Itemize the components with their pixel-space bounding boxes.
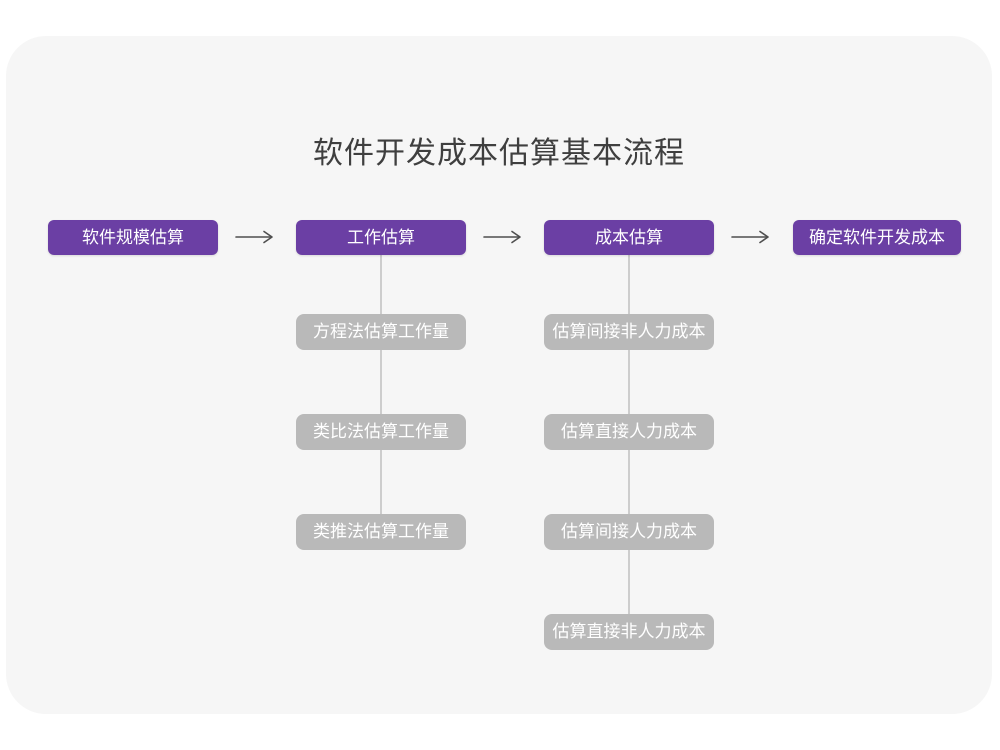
flow-step-effort-estimation: 工作估算 [296, 220, 466, 255]
substep-direct-non-labor-cost: 估算直接非人力成本 [544, 614, 714, 650]
substep-direct-labor-cost: 估算直接人力成本 [544, 414, 714, 450]
flow-step-cost-estimation: 成本估算 [544, 220, 714, 255]
substep-extrapolation-method: 类推法估算工作量 [296, 514, 466, 550]
substep-indirect-labor-cost: 估算间接人力成本 [544, 514, 714, 550]
flow-step-software-scale-estimation: 软件规模估算 [48, 220, 218, 255]
substep-equation-method: 方程法估算工作量 [296, 314, 466, 350]
substep-analogy-method: 类比法估算工作量 [296, 414, 466, 450]
right-arrow-icon [731, 230, 769, 244]
flow-step-final-development-cost: 确定软件开发成本 [793, 220, 961, 255]
connector-line-effort-branch [380, 255, 382, 526]
right-arrow-icon [235, 230, 273, 244]
diagram-title: 软件开发成本估算基本流程 [313, 137, 685, 170]
diagram-card: 软件开发成本估算基本流程 软件规模估算 工作估算 成本估算 确定软件开发成本 方… [6, 36, 992, 714]
right-arrow-icon [483, 230, 521, 244]
substep-indirect-non-labor-cost: 估算间接非人力成本 [544, 314, 714, 350]
